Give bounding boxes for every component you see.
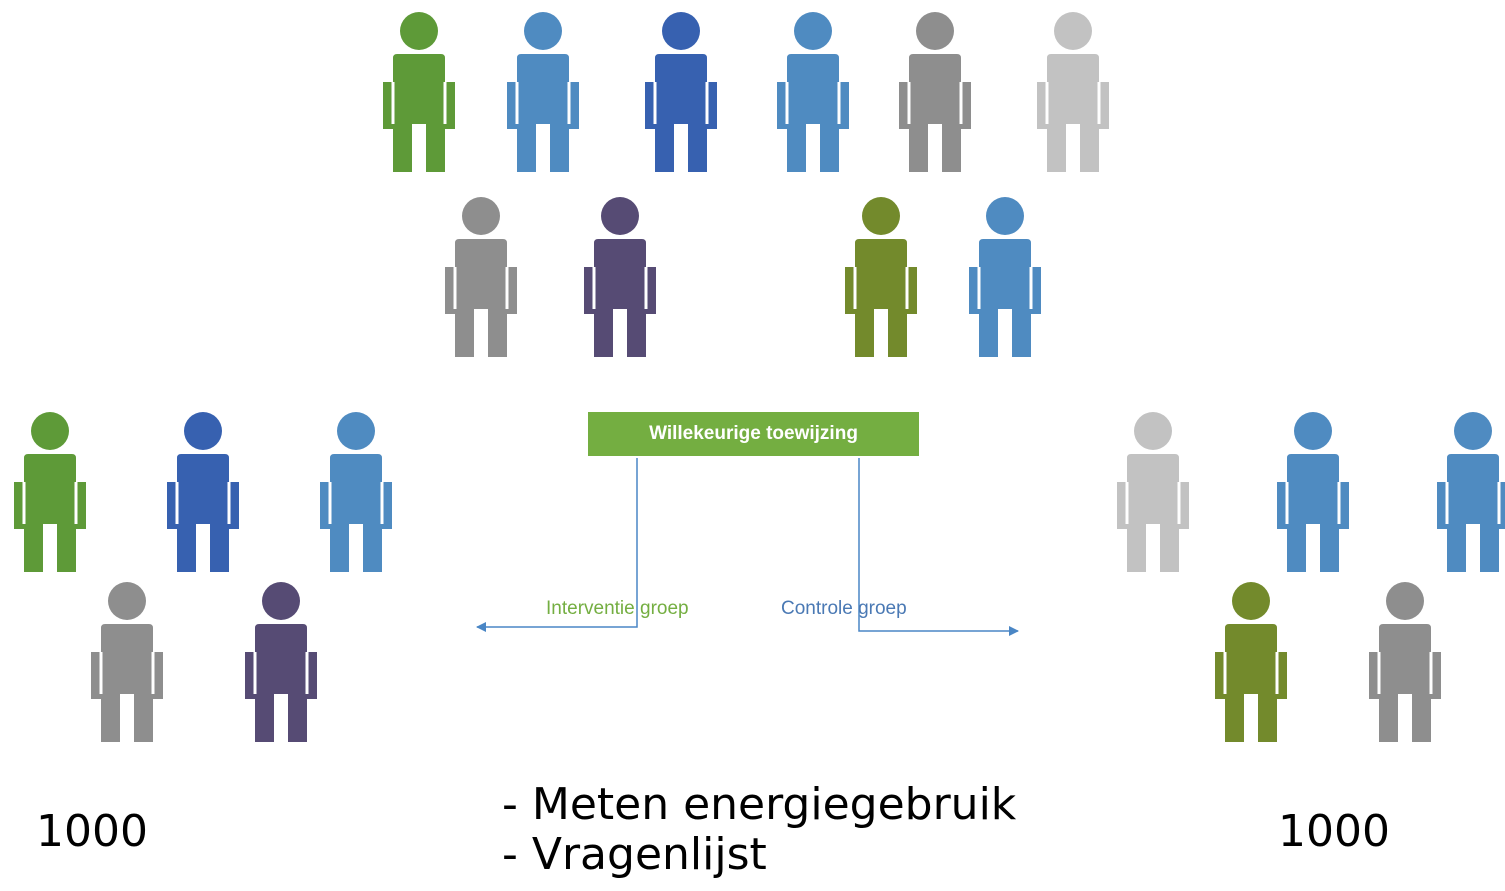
person-icon <box>1113 412 1193 572</box>
person-icon <box>773 12 853 172</box>
person-icon <box>379 12 459 172</box>
person-icon <box>163 412 243 572</box>
person-icon <box>895 12 975 172</box>
measures-list: - Meten energiegebruik - Vragenlijst <box>502 780 1016 880</box>
intervention-count: 1000 <box>36 806 148 857</box>
control-group-label: Controle groep <box>781 598 907 619</box>
person-icon <box>1433 412 1505 572</box>
person-icon <box>965 197 1045 357</box>
random-assignment-label: Willekeurige toewijzing <box>649 423 858 444</box>
person-icon <box>841 197 921 357</box>
control-count: 1000 <box>1278 806 1390 857</box>
measure-item: - Vragenlijst <box>502 829 767 880</box>
person-icon <box>10 412 90 572</box>
person-icon <box>87 582 167 742</box>
intervention-group-label: Interventie groep <box>546 598 689 619</box>
person-icon <box>1273 412 1353 572</box>
random-assignment-box: Willekeurige toewijzing <box>588 412 919 456</box>
measure-item: - Meten energiegebruik <box>502 779 1017 830</box>
person-icon <box>1365 582 1445 742</box>
person-icon <box>241 582 321 742</box>
arrow-to-control <box>858 458 1019 636</box>
person-icon <box>641 12 721 172</box>
person-icon <box>503 12 583 172</box>
person-icon <box>580 197 660 357</box>
arrow-to-intervention <box>476 458 638 632</box>
person-icon <box>1033 12 1113 172</box>
person-icon <box>441 197 521 357</box>
person-icon <box>316 412 396 572</box>
person-icon <box>1211 582 1291 742</box>
